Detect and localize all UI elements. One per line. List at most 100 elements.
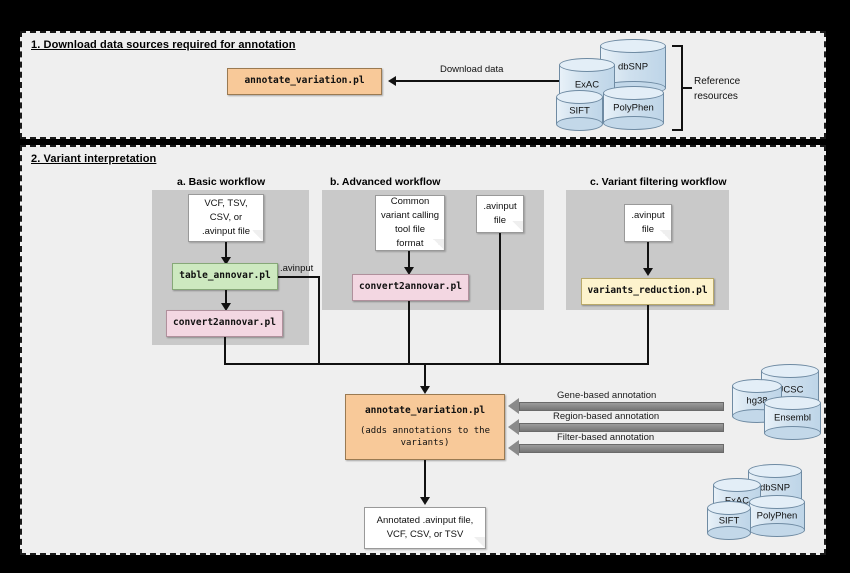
download-data-label: Download data xyxy=(440,64,504,75)
reference-resources-bracket-tick xyxy=(683,87,692,89)
gene-annotation-bar xyxy=(519,402,724,411)
note-line-3: .avinput file xyxy=(201,225,251,237)
cylinder-top xyxy=(732,379,782,393)
gene-annotation-arrowhead xyxy=(508,398,519,414)
branch-avinput-label: .avinput xyxy=(280,263,314,274)
note-fold-corner xyxy=(660,230,672,242)
note-fold-corner xyxy=(433,239,445,251)
cylinder-top xyxy=(600,39,666,53)
database-label: UCSC xyxy=(776,384,804,395)
cylinder-top xyxy=(559,58,615,72)
arrow-a-input-to-table xyxy=(225,242,227,259)
line-central-to-output xyxy=(424,460,426,500)
region-annotation-arrowhead xyxy=(508,419,519,435)
branch-avinput-line-h xyxy=(278,276,320,278)
reference-resources-label: Reference resources xyxy=(694,75,740,104)
process-description-line1: (adds annotations to the xyxy=(359,425,491,436)
process-convert2annovar-advanced[interactable]: convert2annovar.pl xyxy=(352,274,469,301)
process-description-line2: variants) xyxy=(400,437,450,448)
process-annotate-variation-central[interactable]: annotate_variation.pl (adds annotations … xyxy=(345,394,505,460)
cylinder-top xyxy=(761,364,819,378)
merge-bus-arrowhead xyxy=(420,386,430,394)
line-b-avinput-to-bus xyxy=(499,233,501,364)
note-fold-corner xyxy=(252,230,264,242)
output-arrowhead xyxy=(420,497,430,505)
arrow-a-table-head xyxy=(221,303,231,311)
note-line-1: .avinput xyxy=(631,210,665,222)
database-label: PolyPhen xyxy=(613,102,654,114)
database-label: hg38 xyxy=(746,395,768,407)
note-output: Annotated .avinput file, VCF, CSV, or TS… xyxy=(364,507,486,549)
branch-avinput-line-v xyxy=(318,276,320,364)
process-label: annotate_variation.pl xyxy=(244,75,365,87)
note-line-2: CSV, or xyxy=(209,212,243,224)
note-text: VCF, TSV, CSV, or .avinput file xyxy=(202,197,250,238)
note-line-2: variant calling xyxy=(380,210,440,222)
note-line-2: file xyxy=(641,224,655,235)
cylinder-bottom xyxy=(707,526,751,540)
database-sift-top: SIFT xyxy=(556,90,603,131)
process-variants-reduction[interactable]: variants_reduction.pl xyxy=(581,278,714,305)
arrow-b-input-to-convert xyxy=(408,251,410,269)
region-annotation-bar xyxy=(519,423,724,432)
cylinder-bottom xyxy=(749,523,805,537)
workflow-b-title: b. Advanced workflow xyxy=(330,176,441,188)
database-ensembl: Ensembl xyxy=(764,396,821,440)
database-label: ExAC xyxy=(574,79,600,91)
process-convert2annovar-basic[interactable]: convert2annovar.pl xyxy=(166,310,283,337)
process-label: variants_reduction.pl xyxy=(587,285,708,297)
filter-annotation-bar xyxy=(519,444,724,453)
note-line-4: format xyxy=(396,237,424,249)
cylinder-top xyxy=(748,464,802,478)
section-1-title: 1. Download data sources required for an… xyxy=(31,39,296,51)
database-polyphen-bottom: PolyPhen xyxy=(749,495,805,537)
cylinder-bottom xyxy=(556,117,603,131)
cylinder-top xyxy=(749,495,805,509)
download-data-arrowhead xyxy=(388,76,396,86)
note-basic-input: VCF, TSV, CSV, or .avinput file xyxy=(188,194,264,242)
note-line-3: tool file xyxy=(394,224,426,235)
process-label: annotate_variation.pl xyxy=(364,404,486,416)
note-fold-corner xyxy=(474,537,486,549)
section-2-title: 2. Variant interpretation xyxy=(31,153,157,165)
cylinder-bottom xyxy=(764,426,821,440)
download-data-line xyxy=(396,80,563,82)
process-label: table_annovar.pl xyxy=(179,270,271,282)
line-c-reduction-down xyxy=(647,305,649,364)
merge-bus-to-central xyxy=(424,363,426,388)
note-advanced-input: Common variant calling tool file format xyxy=(375,195,445,251)
process-label: convert2annovar.pl xyxy=(173,317,276,329)
note-line-2: VCF, CSV, or TSV xyxy=(386,529,464,540)
arrow-b-input-head xyxy=(404,267,414,275)
database-sift-bottom: SIFT xyxy=(707,501,751,540)
cylinder-top xyxy=(603,86,664,100)
process-table-annovar[interactable]: table_annovar.pl xyxy=(172,263,278,290)
arrow-a-table-to-convert xyxy=(225,290,227,305)
cylinder-top xyxy=(556,90,603,104)
database-label: dbSNP xyxy=(759,482,791,494)
process-label: convert2annovar.pl xyxy=(359,281,462,293)
note-line-1: .avinput xyxy=(483,201,517,213)
process-annotate-variation-download[interactable]: annotate_variation.pl xyxy=(227,68,382,95)
note-fold-corner xyxy=(512,221,524,233)
cylinder-top xyxy=(713,478,761,492)
workflow-a-title: a. Basic workflow xyxy=(177,176,266,188)
database-label: dbSNP xyxy=(617,61,649,73)
note-text: .avinput file xyxy=(483,200,516,228)
note-line-1: Annotated .avinput file, xyxy=(376,515,474,527)
database-label: PolyPhen xyxy=(756,510,798,522)
section-1-panel xyxy=(20,31,826,139)
note-advanced-avinput: .avinput file xyxy=(476,195,524,233)
line-b-convert-to-bus xyxy=(408,301,410,364)
process-description: (adds annotations to the variants) xyxy=(360,425,490,449)
note-line-1: Common xyxy=(390,196,430,208)
reference-resources-label-line2: resources xyxy=(694,90,738,102)
arrow-a-input-head xyxy=(221,257,231,265)
line-a-convert-to-bus xyxy=(224,337,226,364)
note-text: Common variant calling tool file format xyxy=(381,195,439,250)
note-filtering-input: .avinput file xyxy=(624,204,672,242)
database-polyphen-top: PolyPhen xyxy=(603,86,664,130)
filter-annotation-arrowhead xyxy=(508,440,519,456)
filter-annotation-label: Filter-based annotation xyxy=(557,432,655,443)
